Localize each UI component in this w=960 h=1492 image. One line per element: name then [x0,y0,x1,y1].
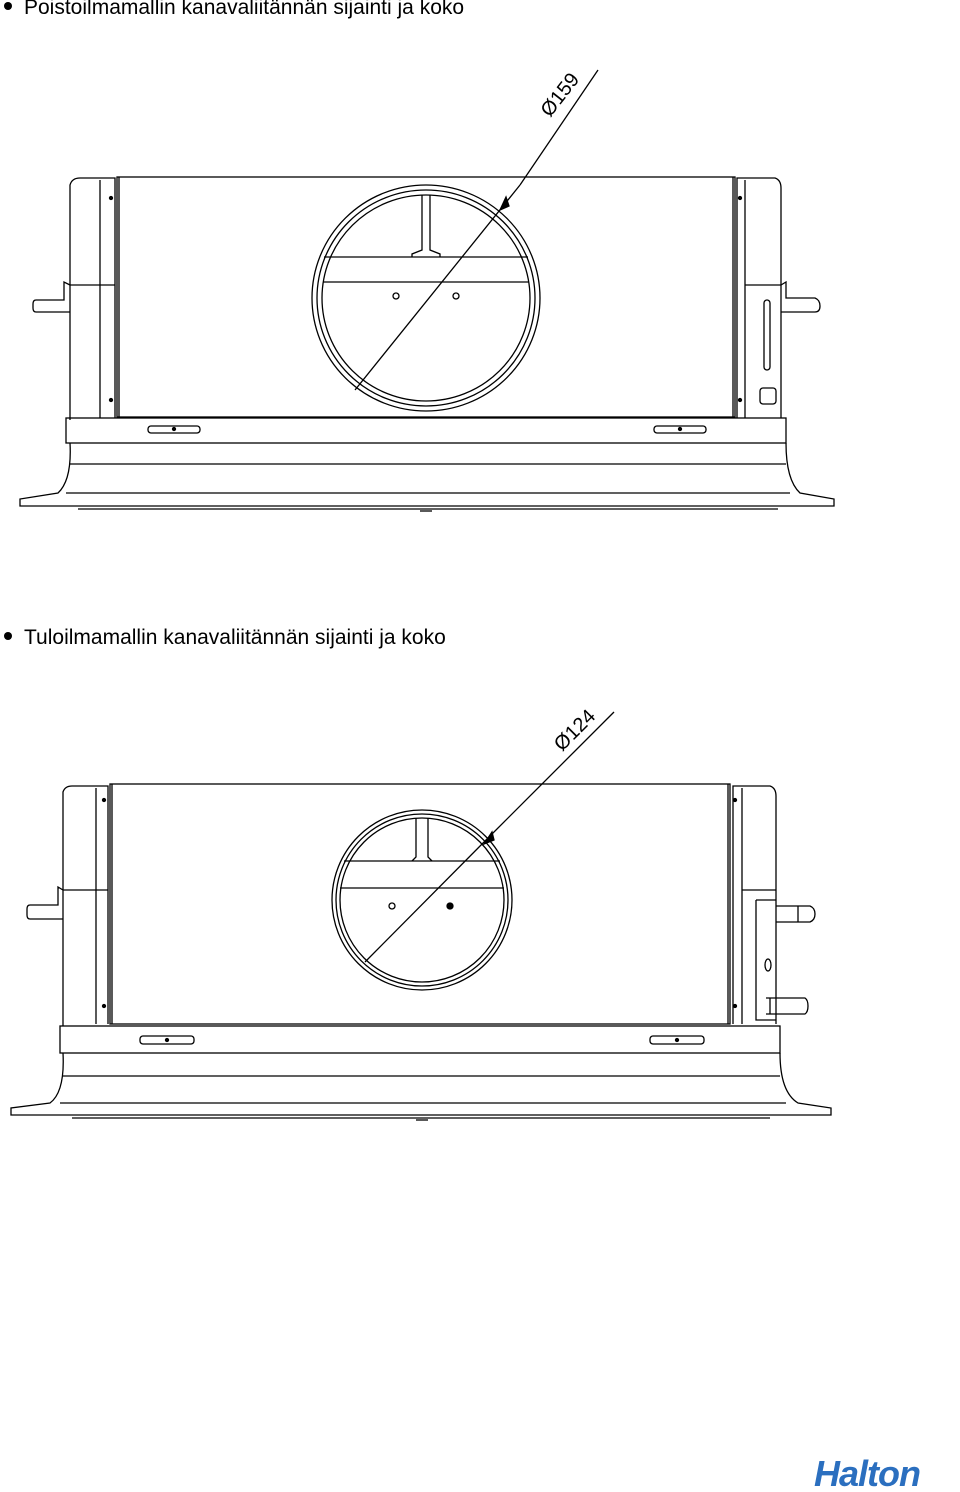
right-housing [736,177,782,418]
left-handle [26,885,64,920]
heading-text: Tuloilmamallin kanavaliitännän sijainti … [24,626,446,649]
ceiling-flange [10,1052,832,1116]
dimension-line [354,184,521,391]
dimension-label: Ø124 [550,705,600,755]
main-box [109,783,731,1025]
damper-stem [411,195,441,257]
right-handle [780,280,821,313]
supply-unit-drawing: Ø124 [10,705,832,1121]
right-bracket [755,899,776,1021]
heading-text: Poistoilmamallin kanavaliitännän sijaint… [24,0,465,19]
duct-collar-middle [316,189,536,407]
duct-collar-outer [331,809,513,991]
lower-connector [766,997,809,1015]
section-heading-supply: Tuloilmamallin kanavaliitännän sijainti … [0,626,446,650]
base-frame [59,1025,781,1054]
upper-connector [776,905,816,923]
dimension-line [364,835,491,963]
duct-collar-outer [311,184,541,412]
base-frame [65,417,787,444]
duct-collar-middle [335,813,509,987]
damper-stem [411,818,433,862]
bullet-icon [4,2,12,11]
right-housing [732,785,777,1024]
left-housing [62,785,109,1026]
halton-logo: Halton [814,1453,921,1492]
left-handle [32,280,71,313]
dimension-label: Ø159 [537,69,584,121]
left-housing [69,177,116,420]
exhaust-unit-drawing: Ø159 [19,69,835,512]
section-heading-exhaust: Poistoilmamallin kanavaliitännän sijaint… [0,0,464,20]
ceiling-flange [19,442,835,507]
bullet-icon [4,632,12,641]
logo-text: Halton [814,1453,920,1492]
right-slot [763,299,771,371]
main-box [116,176,736,418]
right-button [759,387,777,405]
